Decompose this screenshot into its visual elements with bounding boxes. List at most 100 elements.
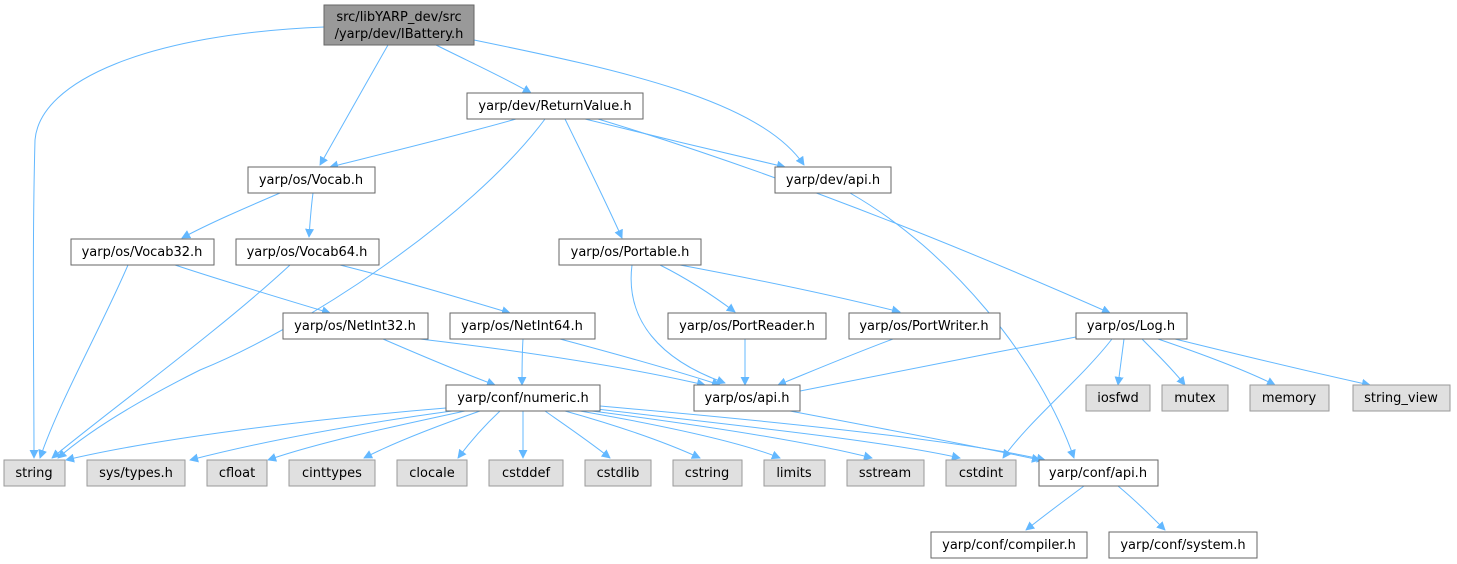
edge-log-iosfwd [1114,338,1125,386]
node-vocab-h[interactable]: yarp/os/Vocab.h [247,166,376,194]
node-mutex: mutex [1161,384,1229,412]
node-memory-label: memory [1262,391,1317,406]
edge-numeric-cstdlib [544,410,611,459]
node-vocab64-h-label: yarp/os/Vocab64.h [247,245,368,260]
edge-numeric-confapi [599,405,1046,463]
edge-netint32-osapi [419,338,706,388]
node-netint32-h[interactable]: yarp/os/NetInt32.h [282,312,429,340]
node-portreader-h[interactable]: yarp/os/PortReader.h [667,312,827,340]
node-osapi-h-label: yarp/os/api.h [705,391,790,406]
edges [29,26,1371,531]
node-cstdlib: cstdlib [584,459,652,487]
node-string-view-label: string_view [1364,391,1438,406]
node-returnvalue-h[interactable]: yarp/dev/ReturnValue.h [466,92,644,120]
node-cstdint: cstdint [945,459,1017,487]
node-iosfwd: iosfwd [1085,384,1151,412]
node-cfloat: cfloat [206,459,268,487]
edge-confapi-system [1117,485,1166,531]
node-cstring-label: cstring [685,466,729,481]
node-vocab64-h[interactable]: yarp/os/Vocab64.h [235,238,380,266]
node-portable-h-label: yarp/os/Portable.h [571,245,690,260]
edge-portwriter-osapi [777,338,894,387]
node-system-h[interactable]: yarp/conf/system.h [1108,531,1258,559]
edge-vocab-vocab64 [305,192,315,238]
node-returnvalue-h-label: yarp/dev/ReturnValue.h [478,99,631,114]
edge-ibattery-devapi [473,39,805,166]
node-portable-h[interactable]: yarp/os/Portable.h [558,238,702,266]
node-compiler-h[interactable]: yarp/conf/compiler.h [930,531,1088,559]
node-sys-types-h: sys/types.h [86,459,186,487]
node-netint64-h[interactable]: yarp/os/NetInt64.h [449,312,596,340]
edge-vocab-vocab32 [181,192,281,239]
edge-numeric-string [65,407,447,463]
edge-vocab32-netint32 [174,264,331,315]
node-cstdlib-label: cstdlib [597,466,640,481]
edge-numeric-cstdint [596,408,961,461]
node-sstream: sstream [846,459,925,487]
edge-numeric-cinttypes [363,410,481,459]
edge-ibattery-vocab [319,44,389,166]
node-compiler-h-label: yarp/conf/compiler.h [942,538,1076,553]
edge-devapi-confapi [849,192,1076,459]
node-confapi-h-label: yarp/conf/api.h [1049,466,1147,481]
node-sys-types-h-label: sys/types.h [99,466,173,481]
node-cstddef: cstddef [488,459,564,487]
edge-numeric-cstring [564,410,701,459]
edge-vocab64-string [51,264,291,459]
node-string-view: string_view [1352,384,1451,412]
node-vocab32-h-label: yarp/os/Vocab32.h [82,245,203,260]
edge-returnvalue-devapi [584,118,786,170]
edge-returnvalue-string [57,118,546,459]
node-cinttypes: cinttypes [288,459,376,487]
node-osapi-h[interactable]: yarp/os/api.h [693,384,801,412]
node-clocale: clocale [396,459,468,487]
edge-log-mutex [1141,338,1186,386]
edge-netint32-numeric [382,338,496,387]
edge-confapi-compiler [1025,485,1085,531]
edge-log-osapi [789,336,1077,396]
edge-log-memory [1157,338,1276,386]
edge-vocab32-string [38,264,129,459]
node-cinttypes-label: cinttypes [302,466,362,481]
edge-numeric-sstream [591,410,873,461]
edge-numeric-clocale [457,410,501,459]
edge-numeric-limits [579,410,781,460]
node-cstddef-label: cstddef [502,466,551,481]
edge-log-stringview [1174,338,1371,388]
edge-returnvalue-portable [564,118,623,239]
node-system-h-label: yarp/conf/system.h [1120,538,1245,553]
edge-portable-portreader [659,264,736,313]
node-numeric-h-label: yarp/conf/numeric.h [457,391,589,406]
edge-ibattery-string [29,26,325,459]
edge-ibattery-returnvalue [435,44,532,94]
node-limits: limits [763,459,826,487]
node-memory: memory [1249,384,1330,412]
node-devapi-h[interactable]: yarp/dev/api.h [774,166,892,194]
node-cfloat-label: cfloat [219,466,255,481]
node-portreader-h-label: yarp/os/PortReader.h [679,319,815,334]
edge-portable-portwriter [679,264,901,315]
node-mutex-label: mutex [1174,391,1216,406]
node-portwriter-h[interactable]: yarp/os/PortWriter.h [848,312,1001,340]
node-ibattery-h-line1: src/libYARP_dev/src [336,10,461,25]
node-netint64-h-label: yarp/os/NetInt64.h [461,319,583,334]
node-sstream-label: sstream [859,466,911,481]
node-vocab32-h[interactable]: yarp/os/Vocab32.h [70,238,215,266]
node-string-label: string [15,466,52,481]
node-log-h-label: yarp/os/Log.h [1087,319,1175,334]
node-ibattery-h-line2: /yarp/dev/IBattery.h [335,27,464,42]
node-log-h[interactable]: yarp/os/Log.h [1075,312,1188,340]
node-cstring: cstring [672,459,743,487]
node-limits-label: limits [776,466,812,481]
node-cstdint-label: cstdint [959,466,1003,481]
edge-vocab64-netint64 [339,264,511,315]
node-confapi-h[interactable]: yarp/conf/api.h [1038,459,1159,487]
edge-returnvalue-log [597,118,1111,314]
node-ibattery-h[interactable]: src/libYARP_dev/src /yarp/dev/IBattery.h [323,4,475,46]
edge-log-cstdint [1002,338,1113,459]
node-numeric-h[interactable]: yarp/conf/numeric.h [445,384,601,412]
edge-numeric-cfloat [267,410,466,462]
node-devapi-h-label: yarp/dev/api.h [786,173,880,188]
edge-netint64-osapi [559,338,721,387]
